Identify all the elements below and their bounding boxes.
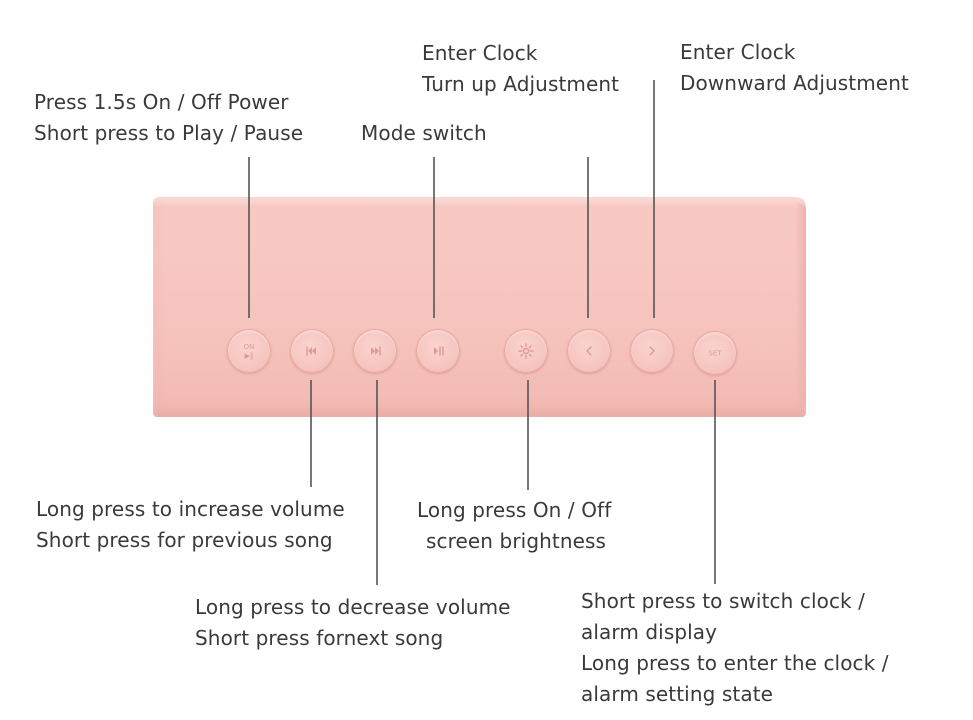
skip-forward-icon <box>371 346 381 356</box>
brightness-label: Long press On / Off screen brightness <box>417 498 612 553</box>
speaker-right-edge <box>796 203 806 408</box>
speaker-body <box>153 197 806 417</box>
svg-text:SET: SET <box>708 350 722 358</box>
svg-text:▶‖: ▶‖ <box>245 352 254 360</box>
power-label: Press 1.5s On / Off Power Short press to… <box>34 90 304 145</box>
previous-label: Long press to increase volume Short pres… <box>36 497 345 552</box>
sun-icon <box>518 343 534 359</box>
set-icon: SET <box>708 350 722 358</box>
chevron-left-icon <box>586 346 592 356</box>
clock-up-label: Enter Clock Turn up Adjustment <box>422 41 620 96</box>
mode-button[interactable] <box>416 329 460 373</box>
left-button[interactable] <box>567 329 611 373</box>
next-label: Long press to decrease volume Short pres… <box>195 595 511 650</box>
brightness-button[interactable] <box>504 329 548 373</box>
right-button[interactable] <box>630 329 674 373</box>
mode-label: Mode switch <box>361 121 487 145</box>
next-button[interactable] <box>353 329 397 373</box>
skip-back-icon <box>306 346 316 356</box>
svg-text:ON: ON <box>244 343 255 351</box>
set-button[interactable]: SET <box>693 331 737 375</box>
speaker-top-edge <box>153 197 806 207</box>
previous-button[interactable] <box>290 329 334 373</box>
power-play-pause-icon: ON ▶‖ <box>244 343 255 360</box>
on-off-button[interactable]: ON ▶‖ <box>227 329 271 373</box>
chevron-right-icon <box>649 346 655 356</box>
set-label: Short press to switch clock / alarm disp… <box>581 589 889 706</box>
clock-down-label: Enter Clock Downward Adjustment <box>680 40 909 95</box>
play-pause-icon <box>434 346 444 356</box>
